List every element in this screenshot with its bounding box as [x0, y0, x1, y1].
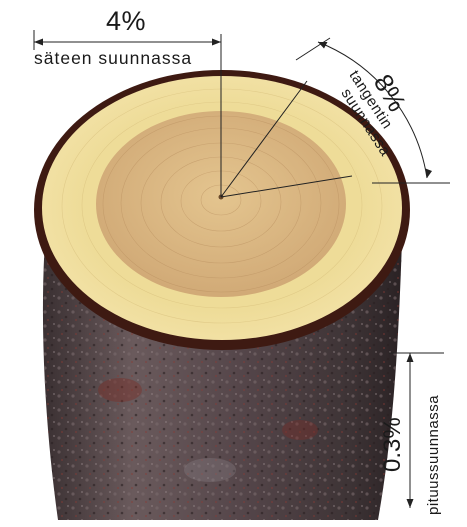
radial-shrinkage-value: 4%	[106, 8, 146, 35]
radial-direction-label: säteen suunnassa	[34, 50, 192, 68]
longitudinal-direction-label: pituussuunnassa	[426, 395, 441, 515]
longitudinal-shrinkage-value: 0.3%	[381, 417, 405, 472]
